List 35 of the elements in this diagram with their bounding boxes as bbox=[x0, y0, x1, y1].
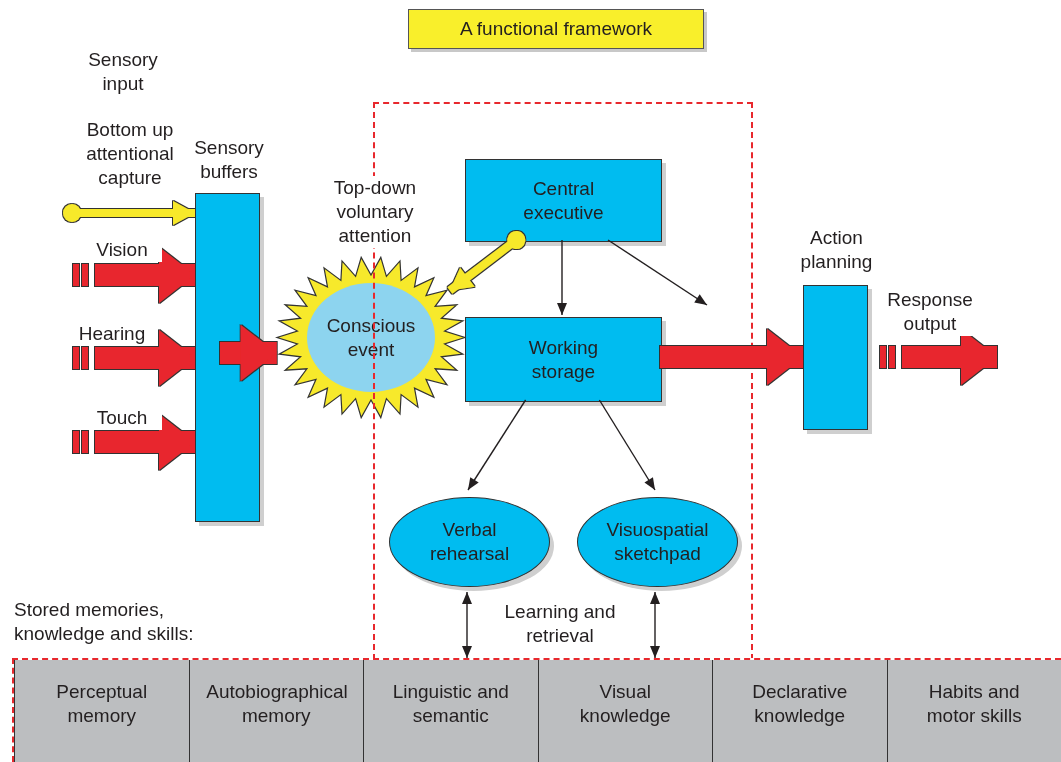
memory-cell bbox=[14, 660, 189, 762]
node-label: Visual knowledge bbox=[578, 680, 672, 728]
block-arrow bbox=[95, 330, 195, 386]
memory-cell bbox=[537, 660, 712, 762]
arrow bbox=[467, 399, 527, 491]
node-heading: Action planning bbox=[799, 226, 874, 274]
node-label: Autobiographical memory bbox=[206, 680, 347, 728]
node-heading: Stored memories, knowledge and skills: bbox=[14, 598, 195, 646]
memory-cell bbox=[712, 660, 887, 762]
memory-cell bbox=[363, 660, 538, 762]
node-label: Conscious event bbox=[325, 313, 417, 362]
arrow bbox=[462, 591, 472, 659]
arrow bbox=[63, 201, 195, 225]
arrow bbox=[650, 591, 660, 659]
conscious-event-starburst bbox=[275, 255, 467, 420]
arrow bbox=[447, 231, 526, 294]
arrow bbox=[557, 239, 567, 316]
node-label: Declarative knowledge bbox=[751, 680, 849, 728]
node-label: Visuospatial sketchpad bbox=[605, 518, 710, 566]
node-label: Perceptual memory bbox=[55, 680, 149, 728]
text-label: Learning and retrieval bbox=[503, 600, 617, 648]
node-label: Habits and motor skills bbox=[925, 680, 1023, 728]
node-label: Linguistic and semantic bbox=[391, 680, 510, 728]
block-arrow bbox=[220, 325, 277, 381]
arrow bbox=[598, 399, 656, 491]
memory-cell bbox=[886, 660, 1061, 762]
text-label: Sensory input bbox=[87, 48, 159, 96]
node-label: Verbal rehearsal bbox=[428, 518, 511, 566]
title-banner: A functional framework bbox=[408, 9, 704, 49]
node-label: Working storage bbox=[527, 335, 600, 384]
node-label: Central executive bbox=[522, 176, 605, 225]
node-heading: Sensory buffers bbox=[193, 136, 265, 184]
memory-cell bbox=[188, 660, 363, 762]
block-arrow bbox=[660, 329, 803, 385]
arrow bbox=[607, 239, 708, 306]
